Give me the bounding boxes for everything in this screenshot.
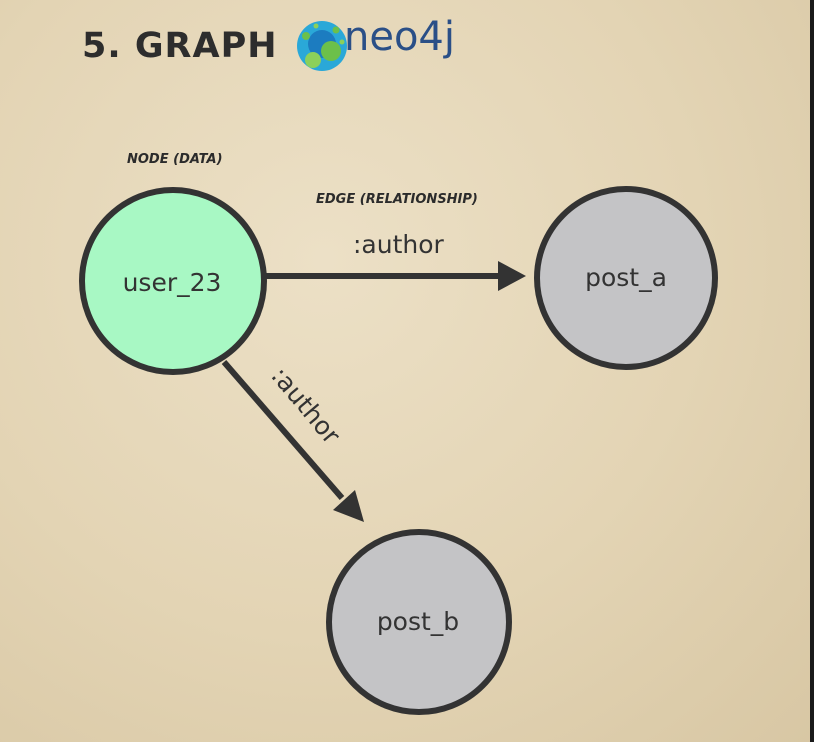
edge-user23-post-a: :author <box>266 230 526 291</box>
slide-title: 5. GRAPH <box>82 26 278 66</box>
node-circle <box>326 529 512 715</box>
node-circle <box>79 187 267 375</box>
edge-caption: EDGE (RELATIONSHIP) <box>316 192 478 207</box>
node-post-a: post_a <box>534 186 718 370</box>
node-circle <box>534 186 718 370</box>
arrowhead-icon <box>333 490 364 522</box>
edge-label: :author <box>265 361 346 450</box>
node-label: post_a <box>585 263 667 292</box>
node-caption: NODE (DATA) <box>127 152 223 167</box>
node-user-23: user_23 <box>79 187 267 375</box>
arrowhead-icon <box>498 261 526 291</box>
edge-line <box>221 360 345 500</box>
frame-border <box>810 0 814 742</box>
node-label: post_b <box>377 607 459 636</box>
node-post-b: post_b <box>326 529 512 715</box>
logo-wordmark: neo4j <box>344 14 455 60</box>
neo4j-logo-icon <box>297 21 347 71</box>
node-label: user_23 <box>123 268 222 297</box>
edge-user23-post-b: :author <box>221 360 364 522</box>
edge-label: :author <box>353 230 445 259</box>
